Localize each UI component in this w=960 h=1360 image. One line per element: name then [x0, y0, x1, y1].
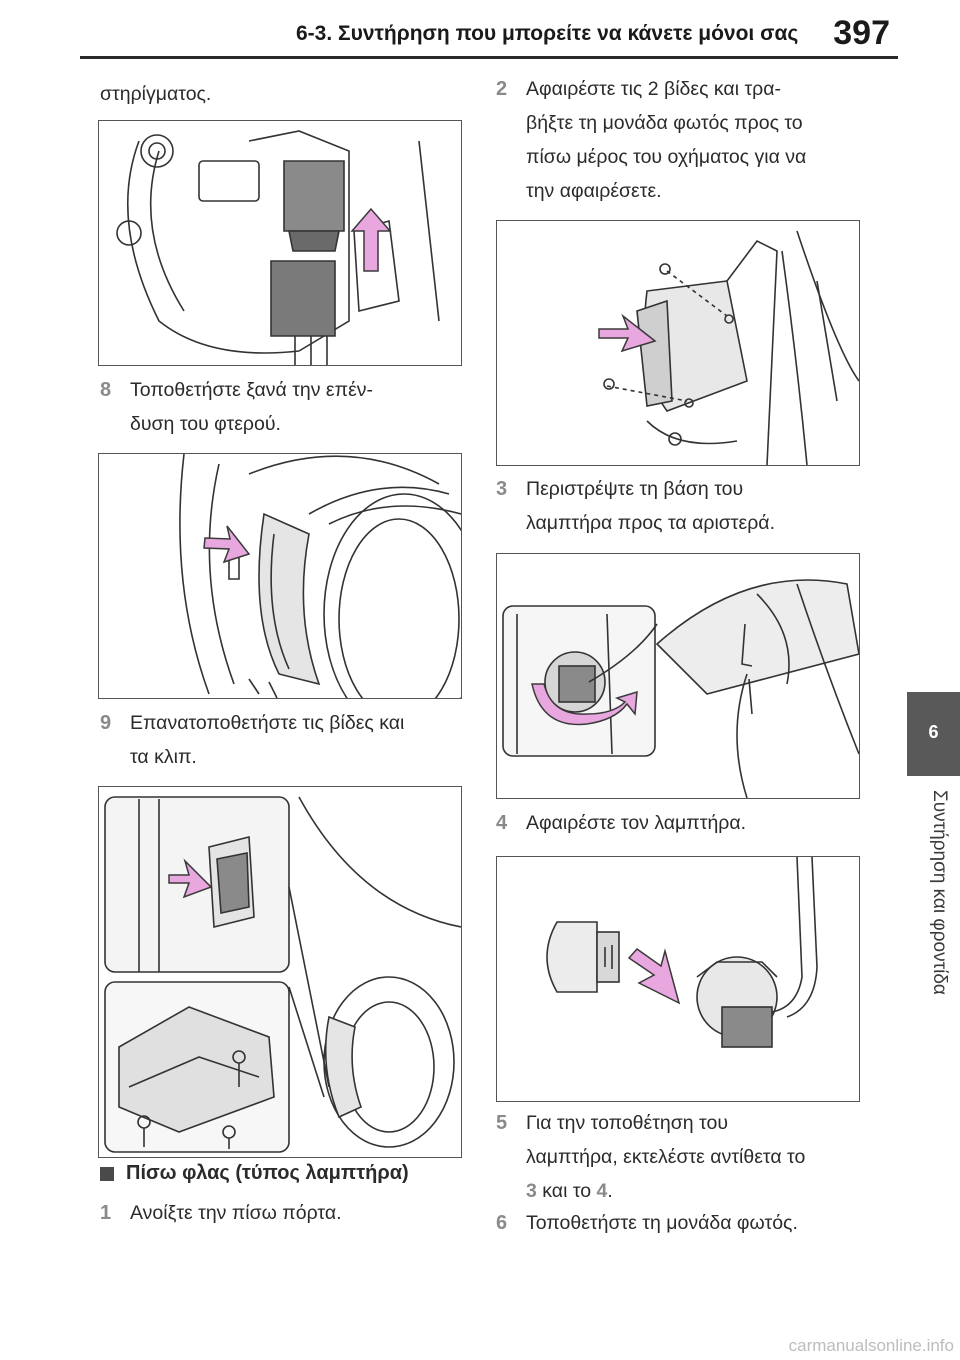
step-6-number: 6: [496, 1212, 508, 1234]
step-2-line3: πίσω μέρος του οχήματος για να: [526, 146, 807, 168]
chapter-tab-number: 6: [928, 722, 939, 742]
bulb-socket-illustration: [116, 130, 440, 365]
figure-fender-liner: [98, 453, 462, 699]
intro-text: στηρίγματος.: [100, 83, 212, 105]
step-ref-3[interactable]: 3: [526, 1180, 537, 1202]
step-9-line1: Επανατοποθετήστε τις βίδες και: [130, 712, 405, 734]
figure-screws-clips: [98, 786, 462, 1158]
step-5-number: 5: [496, 1112, 508, 1134]
step-6: 6 Τοποθετήστε τη μονάδα φωτός.: [496, 1206, 896, 1240]
bulb-removal-illustration: [546, 857, 818, 1048]
step-5-and: και το: [536, 1180, 597, 1202]
step-8-number: 8: [100, 379, 112, 401]
arrow-left-icon: [627, 947, 681, 1005]
header-rule: [80, 56, 898, 59]
step-4: 4 Αφαιρέστε τον λαμπτήρα.: [496, 806, 896, 840]
figure-light-unit: [496, 220, 860, 466]
step-6-text: Τοποθετήστε τη μονάδα φωτός.: [526, 1212, 798, 1234]
step-9-line2: τα κλιπ.: [130, 746, 197, 768]
step-1-text: Ανοίξτε την πίσω πόρτα.: [130, 1202, 342, 1224]
chapter-tab[interactable]: 6: [907, 692, 960, 776]
step-5-dot: .: [607, 1180, 613, 1202]
step-1-number: 1: [100, 1202, 112, 1224]
step-5: 5 Για την τοποθέτηση του λαμπτήρα, εκτελ…: [496, 1106, 896, 1208]
step-2-line4: την αφαιρέσετε.: [526, 180, 662, 202]
step-2: 2 Αφαιρέστε τις 2 βίδες και τρα- βήξτε τ…: [496, 72, 896, 208]
figure-rotate-socket: [496, 553, 860, 799]
page-number: 397: [833, 14, 890, 52]
fender-liner-illustration: [179, 454, 461, 698]
step-3-line1: Περιστρέψτε τη βάση του: [526, 478, 744, 500]
figure-bulb-removal: [496, 856, 860, 1102]
screws-clips-illustration: [104, 796, 461, 1153]
step-ref-4[interactable]: 4: [596, 1180, 608, 1202]
step-2-number: 2: [496, 78, 508, 100]
step-4-number: 4: [496, 812, 508, 834]
step-1: 1 Ανοίξτε την πίσω πόρτα.: [100, 1196, 480, 1230]
section-title: Πίσω φλας (τύπος λαμπτήρα): [126, 1162, 409, 1184]
page-header: 6-3. Συντήρηση που μπορείτε να κάνετε μό…: [0, 0, 960, 60]
rotate-socket-illustration: [502, 579, 859, 798]
step-3: 3 Περιστρέψτε τη βάση του λαμπτήρα προς …: [496, 472, 896, 540]
step-3-line2: λαμπτήρα προς τα αριστερά.: [526, 512, 775, 534]
step-2-line1: Αφαιρέστε τις 2 βίδες και τρα-: [526, 78, 782, 100]
section-bullet-icon: [100, 1166, 114, 1181]
header-title: 6-3. Συντήρηση που μπορείτε να κάνετε μό…: [296, 22, 799, 45]
step-5-line2: λαμπτήρα, εκτελέστε αντίθετα το: [526, 1146, 806, 1168]
step-2-line2: βήξτε τη μονάδα φωτός προς το: [526, 112, 803, 134]
step-8-line1: Τοποθετήστε ξανά την επέν-: [130, 379, 374, 401]
figure-bulb-socket: [98, 120, 462, 366]
section-heading: Πίσω φλας (τύπος λαμπτήρα): [100, 1162, 409, 1185]
footer-watermark: carmanualsonline.info: [788, 1336, 954, 1355]
step-9: 9 Επανατοποθετήστε τις βίδες και τα κλιπ…: [100, 706, 480, 774]
step-9-number: 9: [100, 712, 112, 734]
arrow-left-icon: [203, 525, 251, 564]
chapter-label: Συντήρηση και φροντίδα: [929, 790, 950, 995]
step-8: 8 Τοποθετήστε ξανά την επέν- δυση του φτ…: [100, 373, 460, 441]
step-8-line2: δυση του φτερού.: [130, 413, 281, 435]
arrow-left-icon: [598, 313, 657, 353]
rotate-arrow-icon: [531, 683, 638, 726]
step-4-text: Αφαιρέστε τον λαμπτήρα.: [526, 812, 747, 834]
step-5-line1: Για την τοποθέτηση του: [526, 1112, 728, 1134]
arrow-up-icon: [350, 207, 392, 272]
arrow-left-icon: [168, 858, 213, 899]
light-unit-illustration: [598, 230, 859, 465]
step-3-number: 3: [496, 478, 508, 500]
step-5-line3: 3 και το 4.: [526, 1174, 896, 1208]
